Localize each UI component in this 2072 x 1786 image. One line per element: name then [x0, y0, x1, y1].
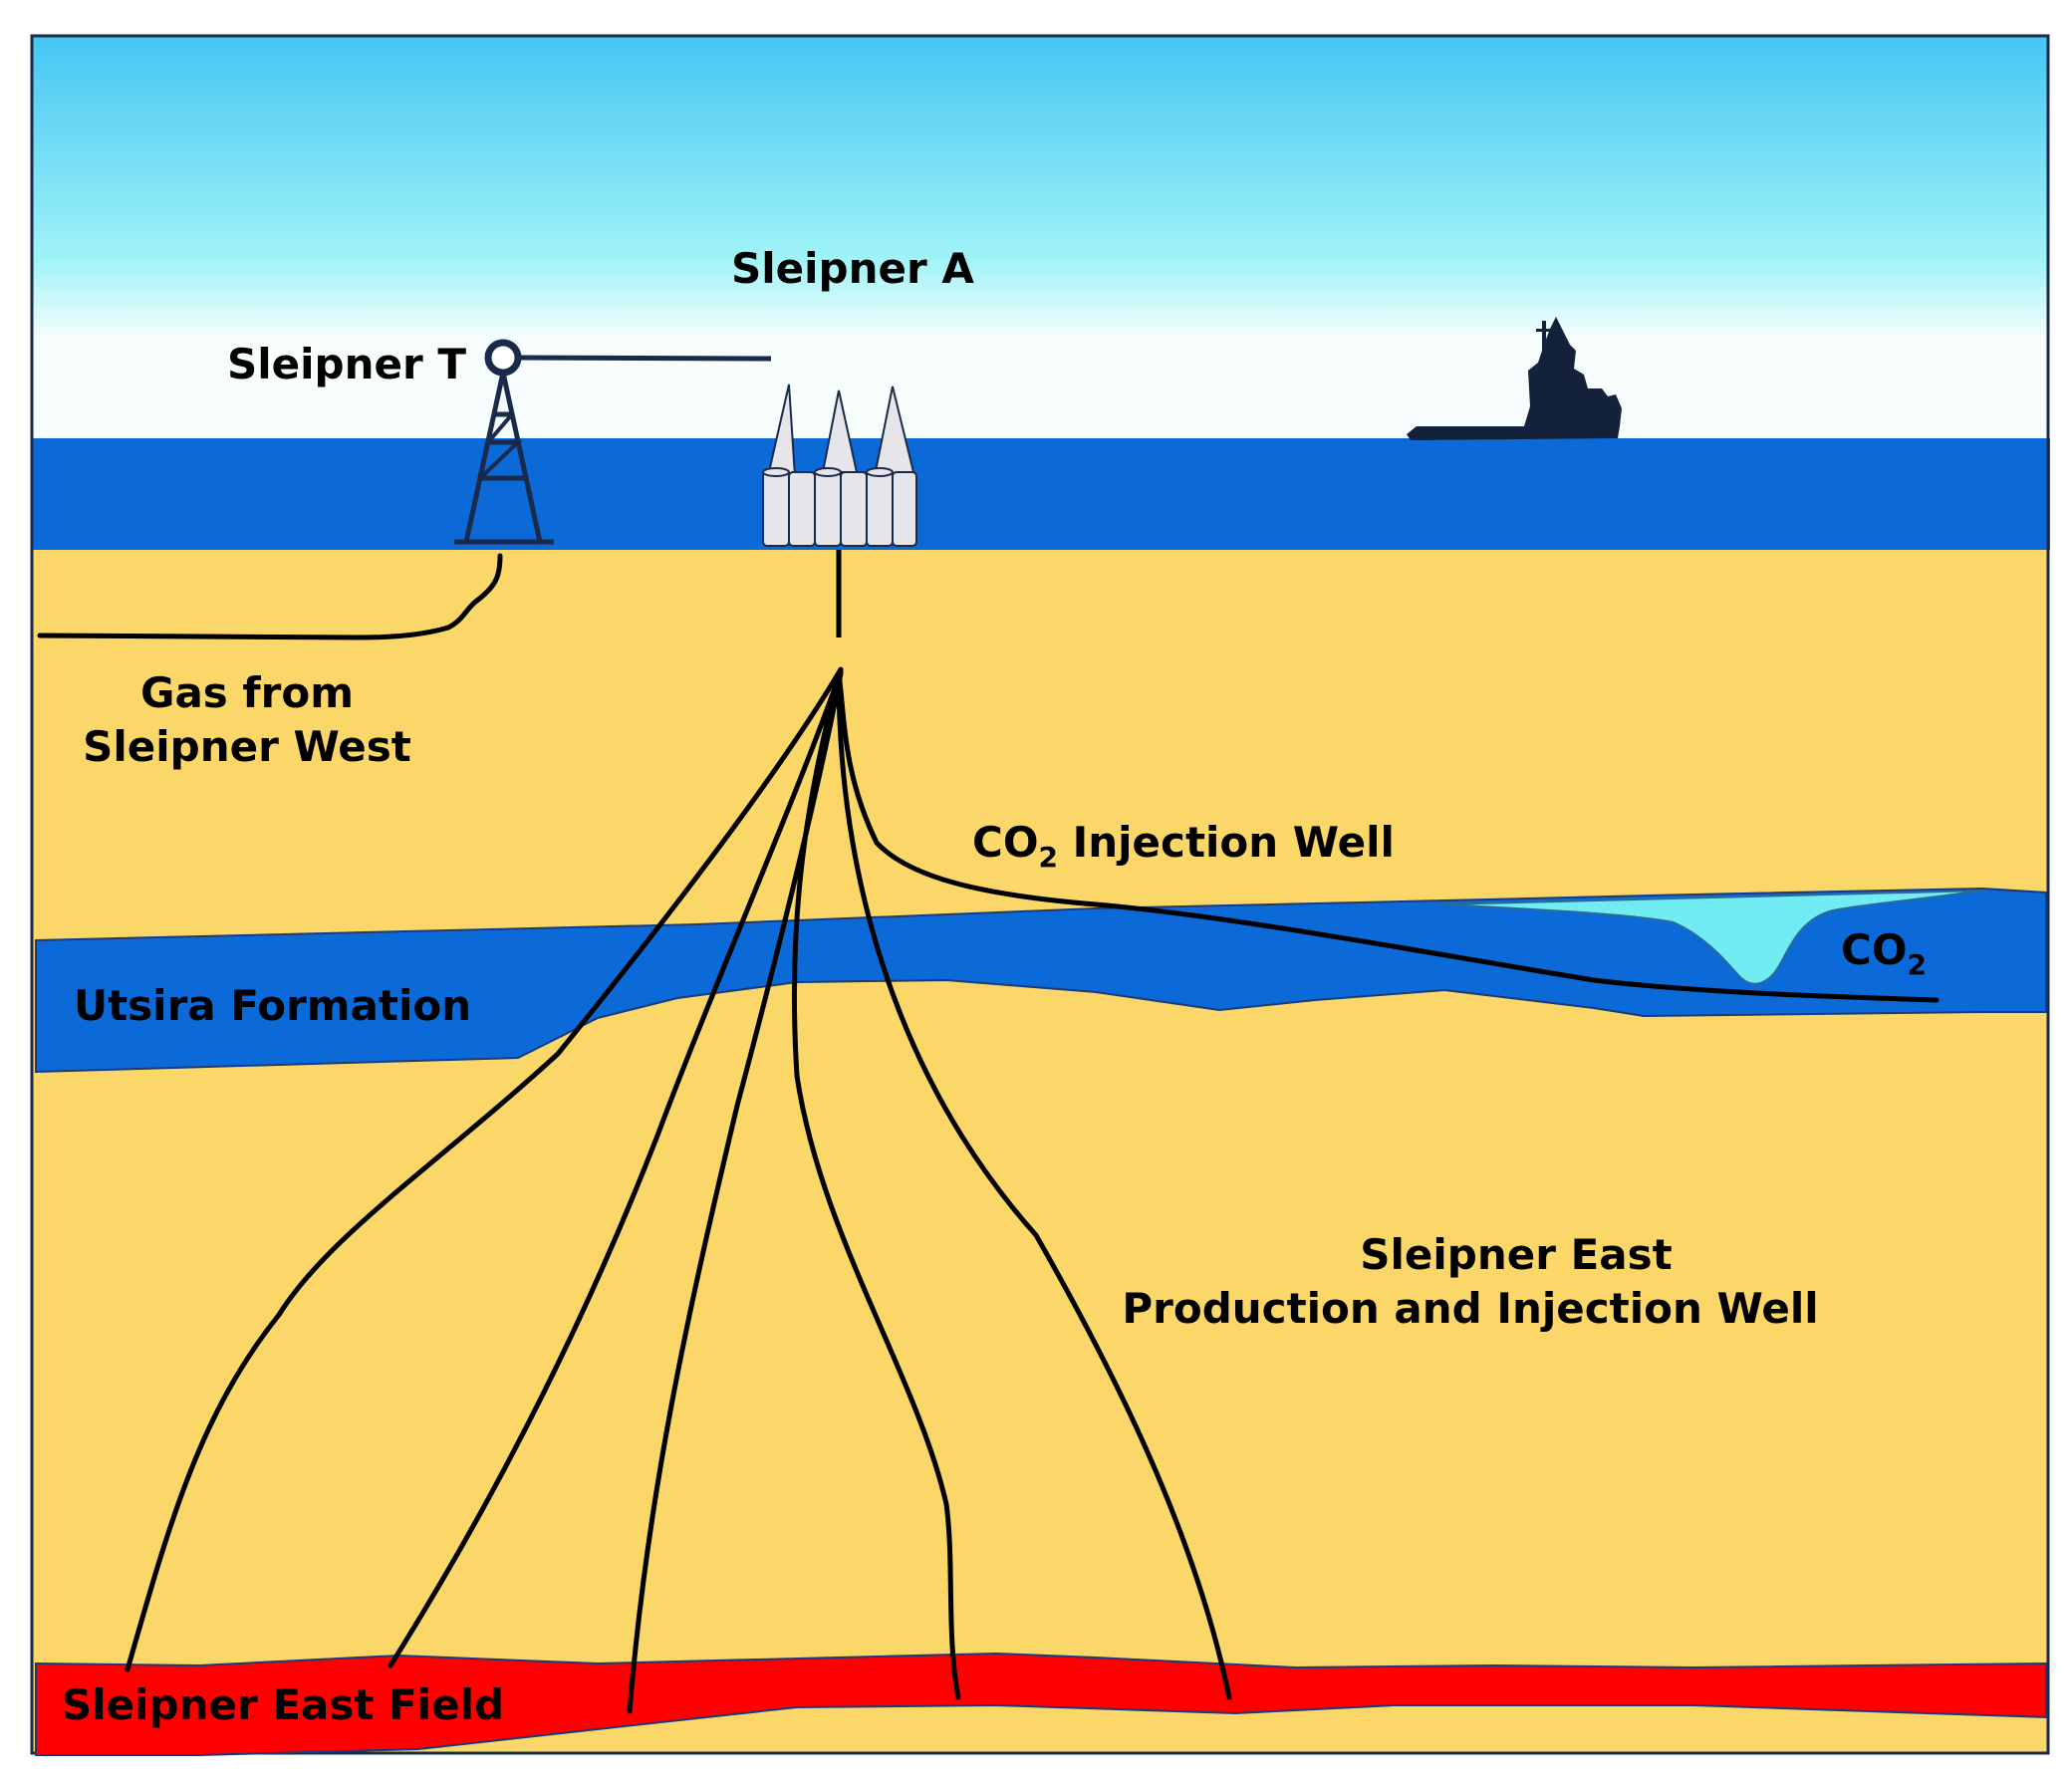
utsira-formation-layer: [35, 887, 2047, 1074]
production-well-2: [388, 668, 844, 1668]
utsira-formation-label: Utsira Formation: [74, 981, 471, 1030]
production-well-5: [836, 672, 1232, 1700]
sleipner-east-field-label: Sleipner East Field: [62, 1680, 504, 1729]
sky: [32, 36, 2048, 440]
co2-plume-label: CO2: [1841, 925, 1927, 981]
sleipner-a-platform-icon: [762, 383, 917, 547]
co2-plume: [1441, 890, 1983, 985]
gas-from-label-line1: Gas from: [140, 668, 354, 717]
production-well-1: [125, 666, 844, 1672]
sediment: [32, 548, 2048, 1753]
sleipner-a-label: Sleipner A: [731, 244, 974, 293]
frame: [30, 34, 2050, 1755]
sleipner-t-label: Sleipner T: [227, 340, 466, 388]
production-well-4: [791, 672, 961, 1700]
sleipner-east-field-layer: [35, 1652, 2047, 1756]
sleipner-east-well-label-line2: Production and Injection Well: [1122, 1284, 1818, 1333]
co2-injection-well-label: CO2 Injection Well: [972, 818, 1395, 874]
ship-icon: [1407, 317, 1622, 440]
sleipner-east-well-label-line1: Sleipner East: [1360, 1230, 1672, 1279]
gas-pipeline: [37, 553, 503, 640]
wells: [125, 666, 1940, 1714]
co2-injection-well: [836, 670, 1940, 1003]
sea: [32, 438, 2050, 550]
gas-from-label-line2: Sleipner West: [83, 722, 411, 771]
sleipner-t-platform-icon: [454, 339, 772, 545]
